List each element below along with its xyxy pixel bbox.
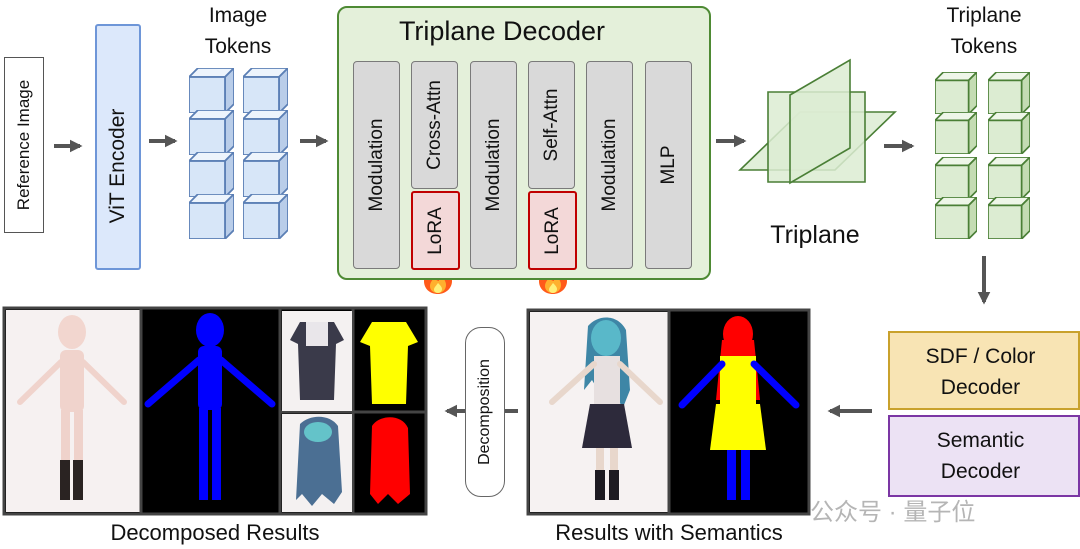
token-cube <box>935 112 977 154</box>
vit-encoder-box: ViT Encoder <box>95 24 141 270</box>
triplane-graphic <box>738 58 897 185</box>
triplane-tokens-label: Triplane Tokens <box>946 4 1022 58</box>
image-tokens-label: Image Tokens <box>204 4 272 58</box>
clothing-render <box>290 322 344 400</box>
hair-semantic-render <box>370 417 410 504</box>
textured-character-render <box>549 317 663 500</box>
sdf-color-decoder-box: SDF / Color Decoder <box>888 331 1080 410</box>
triplane-tokens-grid <box>935 72 1030 239</box>
decomposition-label: Decomposition <box>476 359 493 465</box>
layer-self-attn: Self-Attn <box>528 61 575 189</box>
reference-image-box: Reference Image <box>4 57 44 233</box>
decomposed-results-panel <box>2 306 428 516</box>
token-cube <box>988 197 1030 239</box>
hair-render <box>296 416 342 506</box>
token-cube <box>988 112 1030 154</box>
triplane-decoder-title: Triplane Decoder <box>398 16 606 46</box>
results-with-semantics-caption: Results with Semantics <box>555 520 783 545</box>
image-tokens-grid <box>189 68 288 239</box>
layer-modulation-2: Modulation <box>470 61 517 269</box>
results-with-semantics-panel <box>526 308 811 516</box>
token-cube <box>988 157 1030 199</box>
decomposition-box: Decomposition <box>465 327 505 497</box>
token-cube <box>189 68 234 113</box>
layer-modulation-1: Modulation <box>353 61 400 269</box>
arrows <box>54 134 991 418</box>
token-cube <box>243 194 288 239</box>
triplane-label: Triplane <box>770 221 860 249</box>
semantic-decoder-box: Semantic Decoder <box>888 415 1080 497</box>
body-semantic-render <box>144 313 276 500</box>
clothing-semantic-render <box>360 322 418 404</box>
token-cube <box>243 110 288 155</box>
token-cube <box>988 72 1030 114</box>
layer-lora-2: LoRA <box>528 191 577 270</box>
token-cube <box>935 157 977 199</box>
token-cube <box>935 72 977 114</box>
decomposed-results-caption: Decomposed Results <box>110 520 320 545</box>
token-cube <box>935 197 977 239</box>
semantic-decoder-label: Semantic Decoder <box>936 429 1025 483</box>
layer-modulation-3: Modulation <box>586 61 633 269</box>
layer-cross-attn: Cross-Attn <box>411 61 458 189</box>
layer-lora-1: LoRA <box>411 191 460 270</box>
vit-encoder-label: ViT Encoder <box>106 108 129 224</box>
sdf-color-decoder-label: SDF / Color Decoder <box>925 345 1036 399</box>
token-cube <box>243 68 288 113</box>
token-cube <box>243 152 288 197</box>
body-render <box>17 315 127 500</box>
layer-mlp: MLP <box>645 61 692 269</box>
token-cube <box>189 194 234 239</box>
watermark: 公众号 · 量子位 <box>810 499 976 526</box>
token-cube <box>189 110 234 155</box>
reference-image-label: Reference Image <box>14 79 33 211</box>
semantic-character-render <box>678 316 800 500</box>
token-cube <box>189 152 234 197</box>
